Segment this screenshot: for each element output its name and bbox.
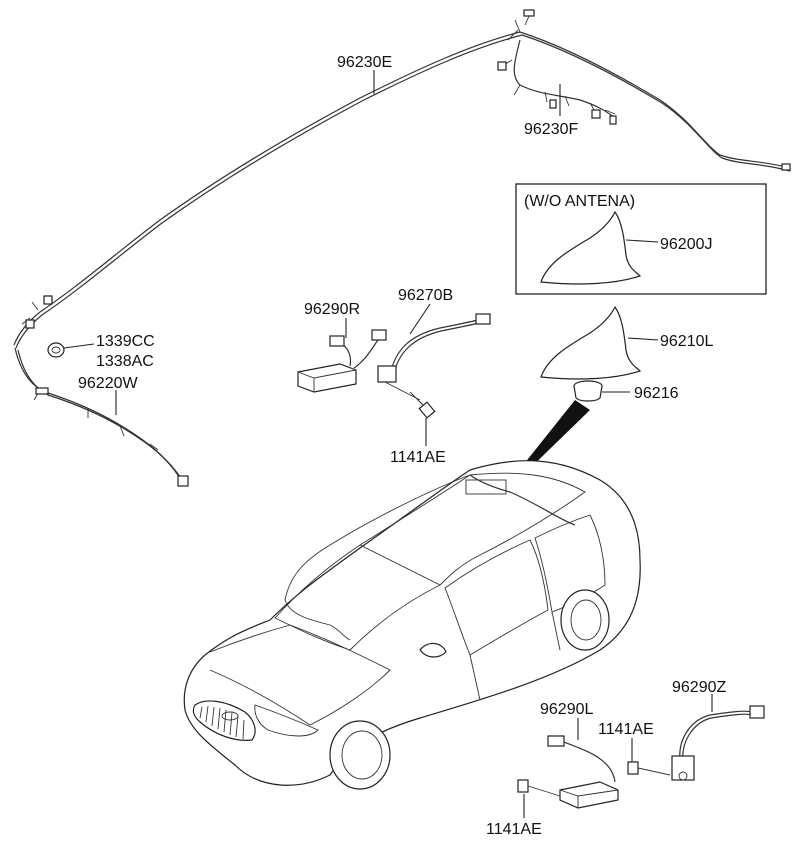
- label-1141AE-bottom: 1141AE: [486, 821, 542, 838]
- module-96290L-shape: [547, 735, 619, 809]
- pad-96216-shape: [573, 380, 603, 402]
- label-wo-antenna: (W/O ANTENA): [524, 193, 635, 210]
- harness-96220W: [14, 342, 189, 487]
- cable-96270B-shape: [377, 313, 491, 401]
- label-1339CC: 1339CC: [96, 333, 155, 350]
- shark-fin-antenna-96210L-shape: [540, 305, 642, 380]
- label-96270B: 96270B: [398, 287, 453, 304]
- label-1141AE-mid: 1141AE: [390, 449, 446, 466]
- label-96290Z: 96290Z: [672, 679, 726, 696]
- shark-fin-cover-96200J-shape: [540, 210, 642, 285]
- label-96230E: 96230E: [337, 54, 392, 71]
- bolt-1141AE-mid-shape: [409, 391, 436, 419]
- label-96230F: 96230F: [524, 121, 578, 138]
- bolt-1141AE-bottom-shape: [517, 779, 561, 797]
- label-96290R: 96290R: [304, 301, 360, 318]
- label-96210L: 96210L: [660, 333, 713, 350]
- label-96200J: 96200J: [660, 236, 713, 253]
- label-1338AC: 1338AC: [96, 353, 154, 370]
- label-1141AE-right: 1141AE: [598, 721, 654, 738]
- label-96216: 96216: [634, 385, 679, 402]
- cable-96290Z-shape: [671, 705, 765, 781]
- car-illustration: [183, 460, 641, 790]
- label-96290L: 96290L: [540, 701, 593, 718]
- bolt-1141AE-right-shape: [627, 761, 671, 776]
- harness-96230F: [497, 39, 617, 125]
- module-96290R-shape: [297, 329, 387, 393]
- leader-lines: [63, 70, 713, 818]
- roof-harness-96230E: [13, 9, 791, 349]
- label-96220W: 96220W: [78, 375, 138, 392]
